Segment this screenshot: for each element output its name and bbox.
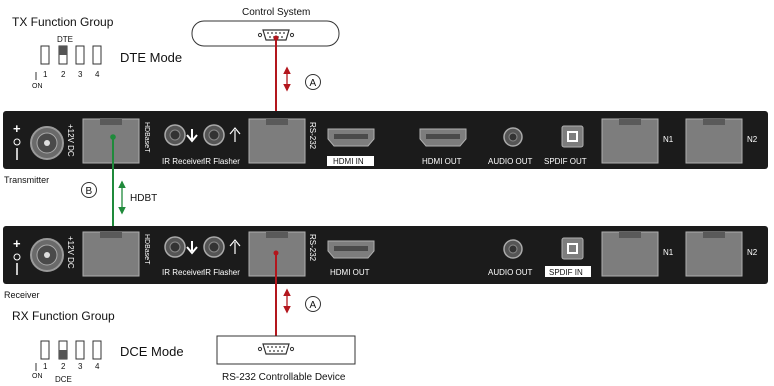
tx-mode-label: DTE Mode	[120, 50, 182, 65]
tx-n2-port	[685, 118, 743, 164]
rx-n2-port	[685, 231, 743, 277]
rx-group-title: RX Function Group	[12, 309, 115, 323]
control-system-db9-icon	[257, 29, 295, 41]
tx-switch-4	[92, 45, 102, 65]
rx-switch-num-2: 2	[61, 362, 66, 371]
rx-rs232-label: RS-232	[308, 234, 317, 262]
rx-switch-3	[75, 340, 85, 360]
tx-switch-num-1: 1	[43, 70, 48, 79]
tx-rs232-label: RS-232	[308, 122, 317, 150]
tx-power-label: +12V DC	[66, 124, 75, 157]
tx-hdbaset-port	[82, 118, 140, 164]
transmitter-panel: + +12V DC HDBaseT IR Receiver IR Flasher…	[3, 111, 768, 169]
tx-ir-flasher-label: IR Flasher	[203, 157, 240, 166]
tx-n2-label: N2	[747, 135, 758, 144]
rx-switch-num-1: 1	[43, 362, 48, 371]
tx-function-group: TX Function Group DTE 1 2 3 4 ON DTE Mod…	[12, 15, 182, 90]
rx-switch-num-3: 3	[78, 362, 83, 371]
tx-hdbaset-label: HDBaseT	[143, 122, 150, 153]
tx-rs232-port	[248, 118, 306, 164]
tx-hdmi-in-label: HDMI IN	[333, 157, 364, 166]
tx-ir-up-arrow-icon	[229, 127, 241, 142]
rx-n1-port	[601, 231, 659, 277]
svg-text:+: +	[13, 236, 21, 251]
tx-switch-num-4: 4	[95, 70, 100, 79]
receiver-panel: + +12V DC HDBaseT IR Receiver IR Flasher…	[3, 226, 768, 284]
rx-ir-down-arrow-icon	[186, 241, 198, 255]
controlled-device-db9-icon	[257, 343, 295, 355]
rx-on-label: ON	[32, 373, 43, 380]
tx-spdif-label: SPDIF OUT	[544, 157, 587, 166]
hdbt-label: HDBT	[130, 193, 157, 204]
tx-switch-3	[75, 45, 85, 65]
rx-switch-label: DCE	[55, 375, 72, 384]
tx-n1-port	[601, 118, 659, 164]
cable-a-label-top: A	[310, 78, 317, 89]
rx-hdbaset-port	[82, 231, 140, 277]
tx-ir-down-arrow-icon	[186, 129, 198, 143]
rx-hdmi-out-label: HDMI OUT	[330, 268, 370, 277]
rx-switch-num-4: 4	[95, 362, 100, 371]
rs232-cable-bottom: A	[273, 250, 321, 351]
rx-ir-receiver-label: IR Receiver	[162, 268, 204, 277]
rx-power-label: +12V DC	[66, 236, 75, 269]
receiver-label: Receiver	[4, 290, 40, 300]
tx-n1-label: N1	[663, 135, 674, 144]
rx-function-group: RX Function Group 1 2 3 4 ON DCE DCE Mod…	[12, 309, 184, 384]
tx-switch-1	[40, 45, 50, 65]
rx-switch-4	[92, 340, 102, 360]
rx-ir-up-arrow-icon	[229, 239, 241, 254]
rx-spdif-label: SPDIF IN	[549, 268, 583, 277]
rx-hdbaset-label: HDBaseT	[143, 234, 150, 265]
tx-switch-label: DTE	[57, 35, 73, 44]
tx-on-label: ON	[32, 83, 43, 90]
cable-a-label-bottom: A	[310, 300, 317, 311]
control-system-label: Control System	[242, 7, 310, 18]
rx-ir-flasher-label: IR Flasher	[203, 268, 240, 277]
controlled-device-label: RS-232 Controllable Device	[222, 372, 346, 383]
control-system: Control System	[191, 7, 340, 47]
rx-mode-label: DCE Mode	[120, 344, 184, 359]
rx-switch-1	[40, 340, 50, 360]
tx-switch-num-3: 3	[78, 70, 83, 79]
tx-group-title: TX Function Group	[12, 15, 114, 29]
tx-switch-num-2: 2	[61, 70, 66, 79]
controlled-device: RS-232 Controllable Device	[216, 335, 356, 383]
tx-audio-out-label: AUDIO OUT	[488, 157, 533, 166]
tx-hdmi-out-label: HDMI OUT	[422, 157, 462, 166]
rx-n2-label: N2	[747, 248, 758, 257]
rx-audio-out-label: AUDIO OUT	[488, 268, 533, 277]
rx-n1-label: N1	[663, 248, 674, 257]
tx-dip-switches	[35, 45, 102, 80]
svg-text:+: +	[13, 121, 21, 136]
transmitter-label: Transmitter	[4, 175, 49, 185]
tx-ir-receiver-label: IR Receiver	[162, 157, 204, 166]
cable-b-label: B	[86, 186, 93, 197]
